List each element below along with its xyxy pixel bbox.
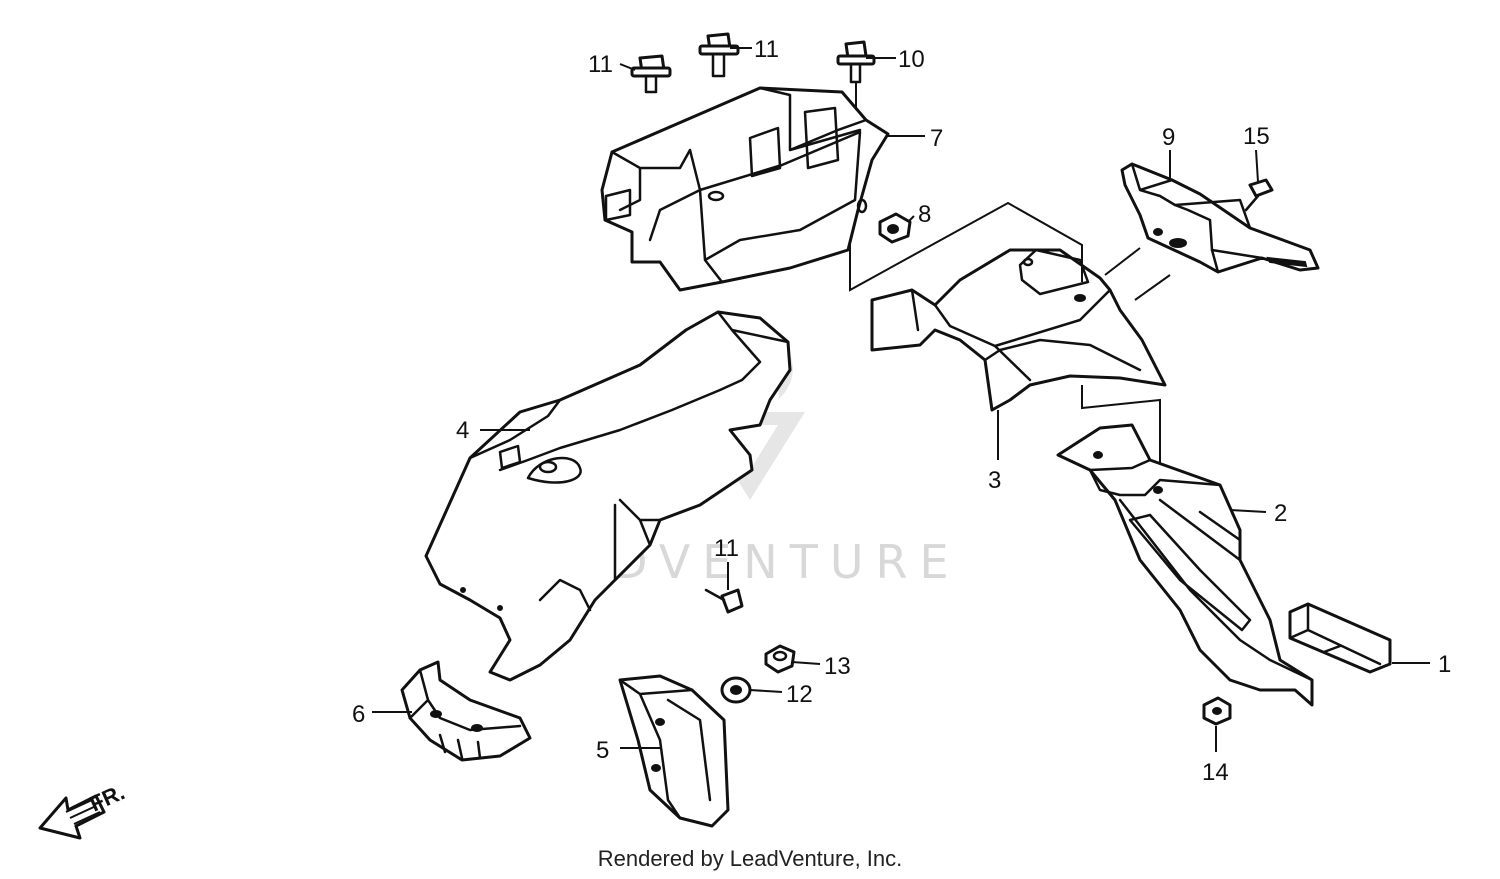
callout-4: 4	[456, 417, 469, 444]
part-4-rear-fender[interactable]	[424, 310, 792, 682]
part-11-bolt-a[interactable]	[630, 54, 672, 94]
part-8-nut[interactable]	[878, 212, 912, 244]
part-2-fender-stay[interactable]	[1056, 423, 1314, 707]
callout-8: 8	[918, 201, 931, 228]
leader-lines	[372, 47, 1430, 752]
part-5-mud-flap[interactable]	[618, 674, 730, 828]
callout-labels: 1 2 3 4 5 6 7 8 9 10 11 11 11 12 13 14 1…	[352, 36, 1451, 786]
callout-15: 15	[1243, 123, 1270, 150]
callout-1: 1	[1438, 651, 1451, 678]
callout-10: 10	[898, 46, 925, 73]
callout-11-center: 11	[714, 535, 739, 562]
footer-credit: Rendered by LeadVenture, Inc.	[597, 846, 903, 871]
part-3-rear-mudguard[interactable]	[849, 201, 1167, 492]
callout-13: 13	[824, 653, 851, 680]
callout-7: 7	[930, 125, 943, 152]
part-15-screw[interactable]	[1244, 178, 1274, 212]
part-6-splash-guard[interactable]	[400, 660, 532, 762]
callout-6: 6	[352, 701, 365, 728]
front-direction-indicator: FR.	[38, 779, 128, 840]
part-10-bolt[interactable]	[836, 40, 876, 110]
part-14-nut[interactable]	[1202, 696, 1232, 726]
callout-14: 14	[1202, 759, 1229, 786]
part-11-bolt-c[interactable]	[704, 588, 744, 614]
part-13-collar[interactable]	[764, 644, 796, 674]
callout-12: 12	[786, 681, 813, 708]
part-1-reflector[interactable]	[1288, 602, 1392, 674]
callout-2: 2	[1274, 500, 1287, 527]
part-9-license-bracket[interactable]	[1104, 162, 1320, 301]
part-7-battery-tray[interactable]	[600, 86, 890, 292]
callout-11-left: 11	[588, 51, 613, 78]
callout-9: 9	[1162, 124, 1175, 151]
callout-5: 5	[596, 737, 609, 764]
callout-3: 3	[988, 467, 1001, 494]
part-11-bolt-b[interactable]	[698, 32, 740, 78]
part-12-grommet[interactable]	[720, 676, 752, 704]
callout-11-top: 11	[754, 36, 779, 63]
